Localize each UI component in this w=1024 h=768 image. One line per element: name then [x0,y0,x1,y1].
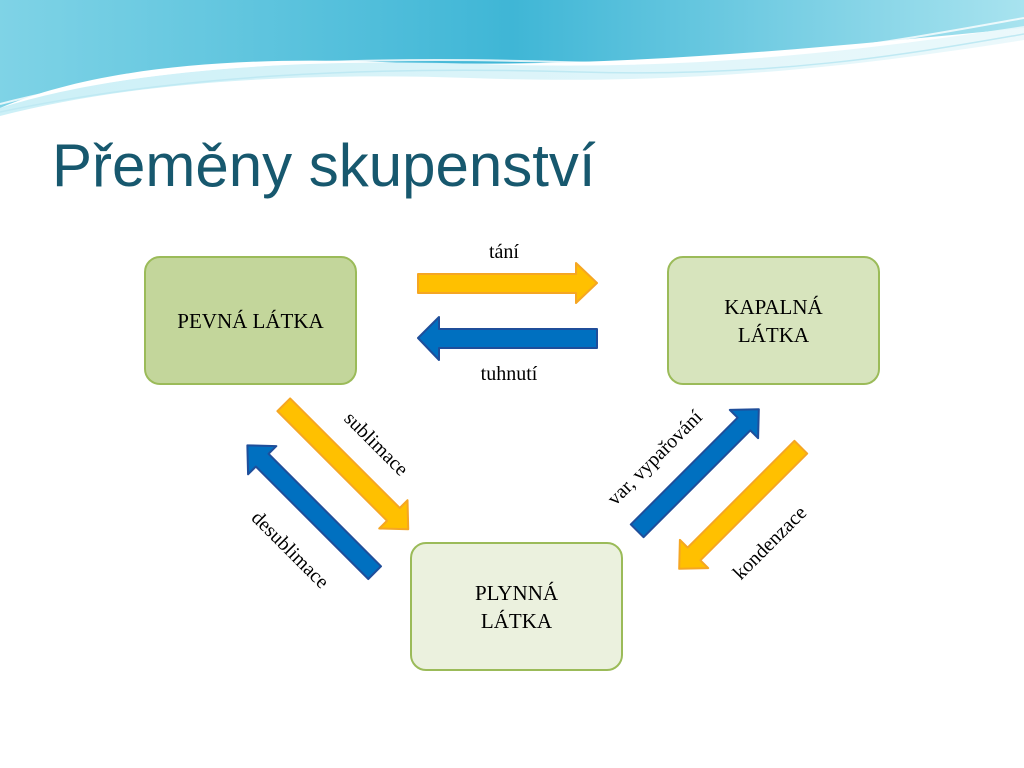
state-box-solid: PEVNÁ LÁTKA [144,256,357,385]
state-label-gas-line1: PLYNNÁ [474,580,559,605]
arrow-desublimace [246,444,383,581]
state-box-liquid: KAPALNÁ LÁTKA [667,256,880,385]
label-tani: tání [489,241,519,263]
state-label-liquid-line1: KAPALNÁ [724,294,823,319]
header-waves [0,0,1024,116]
arrow-kondenzace [678,439,809,570]
label-tuhnuti: tuhnutí [480,363,538,385]
arrow-sublimace [276,397,410,531]
state-label-liquid-line2: LÁTKA [737,322,810,347]
slide-title: Přeměny skupenství [52,132,596,199]
arrow-tani [417,262,598,304]
state-label-solid: PEVNÁ LÁTKA [177,308,324,333]
arrow-var-vyparovani [629,408,760,539]
state-box-gas: PLYNNÁ LÁTKA [410,542,623,671]
arrow-tuhnuti [417,316,598,361]
state-label-gas-line2: LÁTKA [480,608,553,633]
